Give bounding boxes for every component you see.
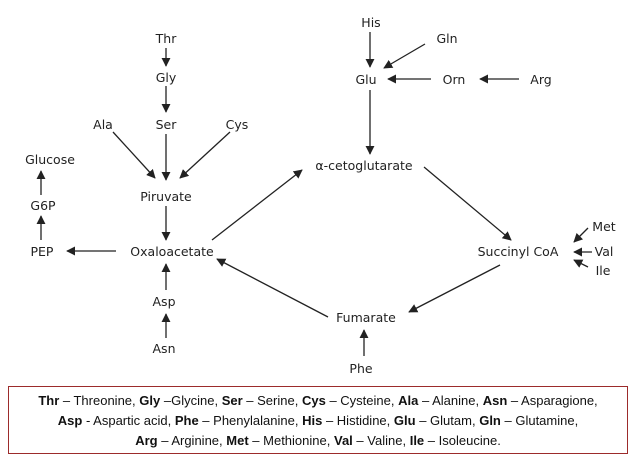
edge-succinyl-fumarate: [408, 264, 501, 313]
node-glu: Glu: [355, 72, 376, 87]
legend-entry-his: His – Histidine,: [302, 413, 391, 428]
node-thr: Thr: [155, 31, 178, 46]
legend-entry-cys: Cys – Cysteine,: [301, 393, 395, 408]
node-asn: Asn: [153, 341, 176, 356]
diagram-nodes: Thr Gly Ala Ser Cys Glucose Piruvate G6P…: [25, 15, 616, 376]
legend-entry-asn: Asn – Asparagione,: [482, 393, 598, 408]
edge-oxaloacetate-akg: [211, 169, 303, 241]
node-succinyl-coa: Succinyl CoA: [478, 244, 559, 259]
edge-akg-succinyl: [423, 166, 512, 241]
legend-entry-gln: Gln – Glutamine,: [479, 413, 579, 428]
legend-entry-asp: Asp - Aspartic acid,: [57, 413, 172, 428]
node-fumarate: Fumarate: [336, 310, 396, 325]
legend-entry-arg: Arg – Arginine,: [135, 433, 223, 448]
node-gln: Gln: [436, 31, 457, 46]
node-arg: Arg: [530, 72, 551, 87]
diagram-edges: [36, 32, 592, 356]
legend-entry-val: Val – Valine,: [334, 433, 407, 448]
node-val: Val: [595, 244, 614, 259]
legend-entry-gly: Gly –Glycine,: [139, 393, 219, 408]
legend-entry-thr: Thr – Threonine,: [38, 393, 136, 408]
node-his: His: [361, 15, 380, 30]
node-glucose: Glucose: [25, 152, 75, 167]
edge-cys-piruvate: [179, 131, 231, 179]
legend-entry-glu: Glu – Glutam,: [393, 413, 476, 428]
node-met: Met: [592, 219, 615, 234]
legend-entry-ile: Ile – Isoleucine.: [409, 433, 501, 448]
node-oxaloacetate: Oxaloacetate: [130, 244, 214, 259]
legend-entry-ala: Ala – Alanine,: [398, 393, 480, 408]
edge-ala-piruvate: [112, 131, 156, 179]
node-piruvate: Piruvate: [140, 189, 192, 204]
node-pep: PEP: [31, 244, 54, 259]
legend-entry-met: Met – Methionine,: [226, 433, 331, 448]
node-alpha-ketoglutarate: α-cetoglutarate: [315, 158, 412, 173]
edge-ile-succinyl: [573, 259, 589, 268]
edge-met-succinyl: [573, 227, 589, 243]
node-cys: Cys: [226, 117, 249, 132]
edge-fumarate-oxaloacetate: [216, 258, 329, 318]
metabolic-pathway-diagram: Thr Gly Ala Ser Cys Glucose Piruvate G6P…: [25, 15, 616, 376]
node-ser: Ser: [156, 117, 178, 132]
node-ala: Ala: [93, 117, 113, 132]
legend-entry-phe: Phe – Phenylalanine,: [174, 413, 299, 428]
legend-entry-ser: Ser – Serine,: [221, 393, 299, 408]
node-ile: Ile: [596, 263, 611, 278]
node-gly: Gly: [156, 70, 177, 85]
abbreviation-legend: Thr – Threonine, Gly –Glycine, Ser – Ser…: [8, 386, 628, 454]
node-g6p: G6P: [30, 198, 56, 213]
node-orn: Orn: [443, 72, 466, 87]
edge-gln-glu: [383, 43, 426, 69]
node-asp: Asp: [153, 294, 176, 309]
node-phe: Phe: [349, 361, 372, 376]
